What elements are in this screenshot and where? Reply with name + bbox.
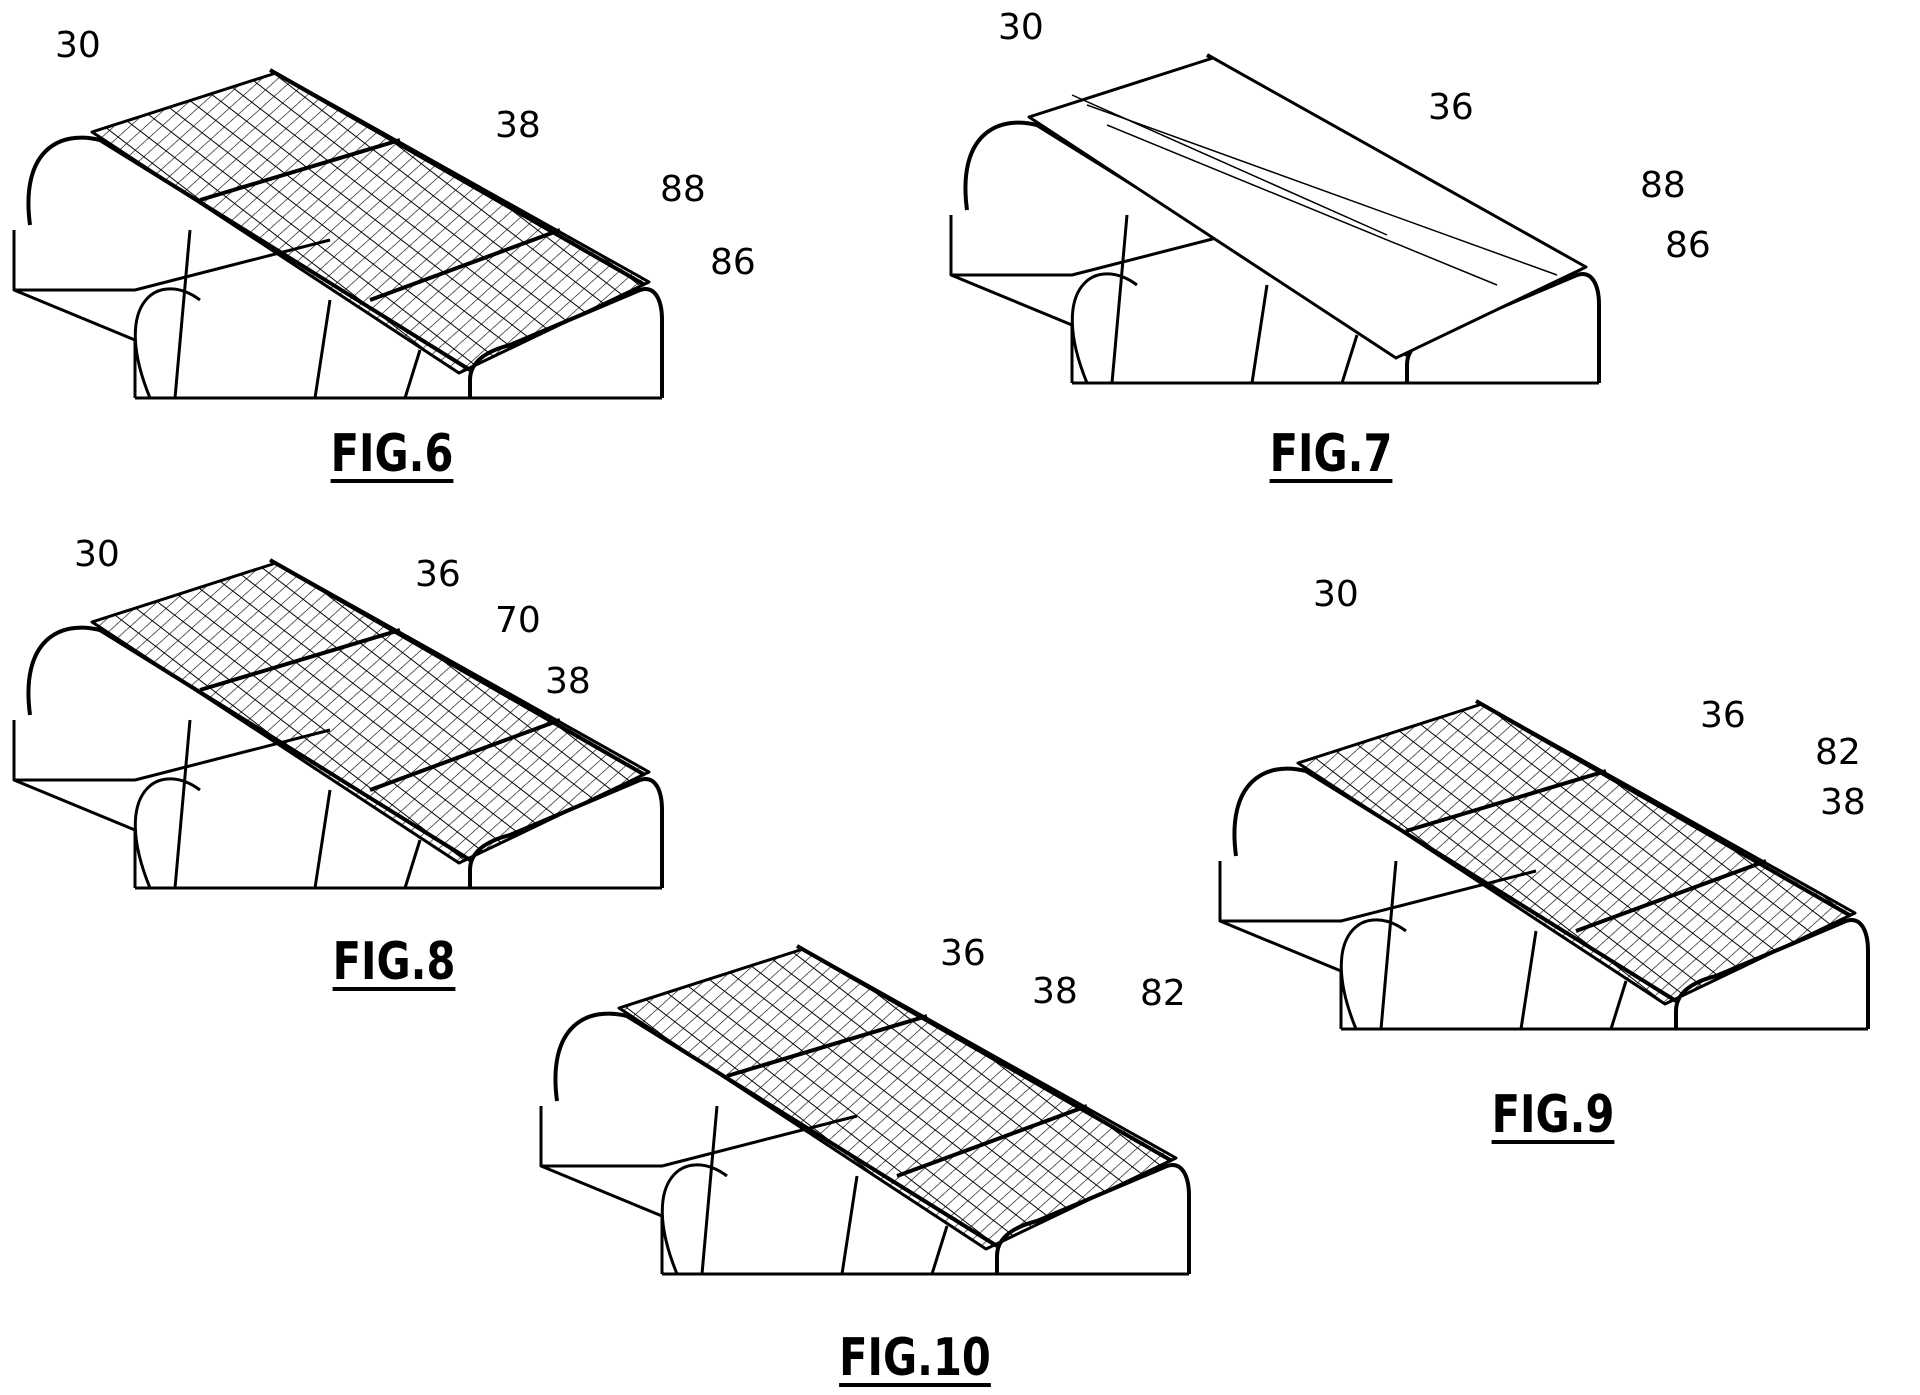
fig-8-label: FIG.8 [332, 932, 456, 992]
mesh-roof-panel [90, 561, 651, 865]
ref-82: 82 [1815, 732, 1861, 773]
ref-38: 38 [1032, 971, 1078, 1012]
fig-6-label: FIG.6 [330, 424, 454, 484]
ref-36: 36 [415, 554, 461, 595]
ref-36: 36 [1428, 87, 1474, 128]
ref-88: 88 [1640, 165, 1686, 206]
seat-outline [1339, 918, 1407, 1030]
ref-30: 30 [55, 25, 101, 66]
pillar [1379, 860, 1398, 1030]
crossbar [1405, 769, 1607, 833]
crossbar [896, 1104, 1088, 1178]
ref-38: 38 [1820, 782, 1866, 823]
seat-outline [660, 1163, 728, 1275]
ref-70: 70 [495, 600, 541, 641]
crossbar [1575, 859, 1767, 933]
roll-bar-side [26, 135, 472, 372]
pillar [1110, 214, 1129, 384]
pillar [1340, 334, 1359, 384]
body-panel [1220, 869, 1537, 923]
ref-30: 30 [74, 534, 120, 575]
pillar [403, 839, 422, 889]
seat-outline [133, 777, 201, 889]
seat-outline [133, 287, 201, 399]
ref-82: 82 [1140, 973, 1186, 1014]
body-outline [1218, 861, 1343, 1029]
mesh-roof-panel [1296, 702, 1857, 1006]
figure-fig-6-drawing [12, 68, 664, 400]
figure-fig-8-drawing [12, 558, 664, 890]
panel-seam [1086, 104, 1558, 276]
ref-38: 38 [495, 105, 541, 146]
seat-outline [1070, 272, 1138, 384]
body-outline [949, 215, 1074, 383]
roll-bar-side [1232, 766, 1678, 1003]
crossbar [369, 228, 561, 302]
pillar [313, 789, 332, 889]
ref-30: 30 [1313, 574, 1359, 615]
crossbar [369, 718, 561, 792]
body-panel [14, 728, 331, 782]
pillar [1609, 980, 1628, 1030]
ref-36: 36 [940, 933, 986, 974]
ref-36: 36 [1700, 695, 1746, 736]
pillar [1250, 284, 1269, 384]
fig-9-label: FIG.9 [1491, 1085, 1615, 1145]
body-outline [12, 230, 137, 398]
fig-7-label: FIG.7 [1269, 424, 1393, 484]
pillar [930, 1225, 949, 1275]
pillar [1519, 930, 1538, 1030]
body-outline [539, 1106, 664, 1274]
fig-10-label: FIG.10 [839, 1328, 991, 1388]
ref-86: 86 [710, 242, 756, 283]
ref-38: 38 [545, 661, 591, 702]
roll-bar-side [963, 120, 1409, 357]
mesh-roof-panel [90, 71, 651, 375]
pillar [173, 229, 192, 399]
panel-seam [1106, 124, 1498, 286]
crossbar [199, 628, 401, 692]
mesh-roof-panel [617, 947, 1178, 1251]
body-panel [14, 238, 331, 292]
body-panel [951, 223, 1268, 277]
ref-88: 88 [660, 169, 706, 210]
ref-30: 30 [998, 7, 1044, 48]
figure-fig-10-drawing [539, 944, 1191, 1276]
pillar [173, 719, 192, 889]
pillar [313, 299, 332, 399]
roll-bar-side [553, 1011, 999, 1248]
pillar [700, 1105, 719, 1275]
panel-seam [1071, 94, 1388, 236]
figure-fig-9-drawing [1218, 699, 1870, 1031]
body-outline [12, 720, 137, 888]
crossbar [726, 1014, 928, 1078]
body-panel [541, 1114, 858, 1168]
pillar [840, 1175, 859, 1275]
figure-fig-7-drawing [949, 53, 1601, 385]
crossbar [199, 138, 401, 202]
pillar [403, 349, 422, 399]
roll-bar-side [26, 625, 472, 862]
ref-86: 86 [1665, 225, 1711, 266]
